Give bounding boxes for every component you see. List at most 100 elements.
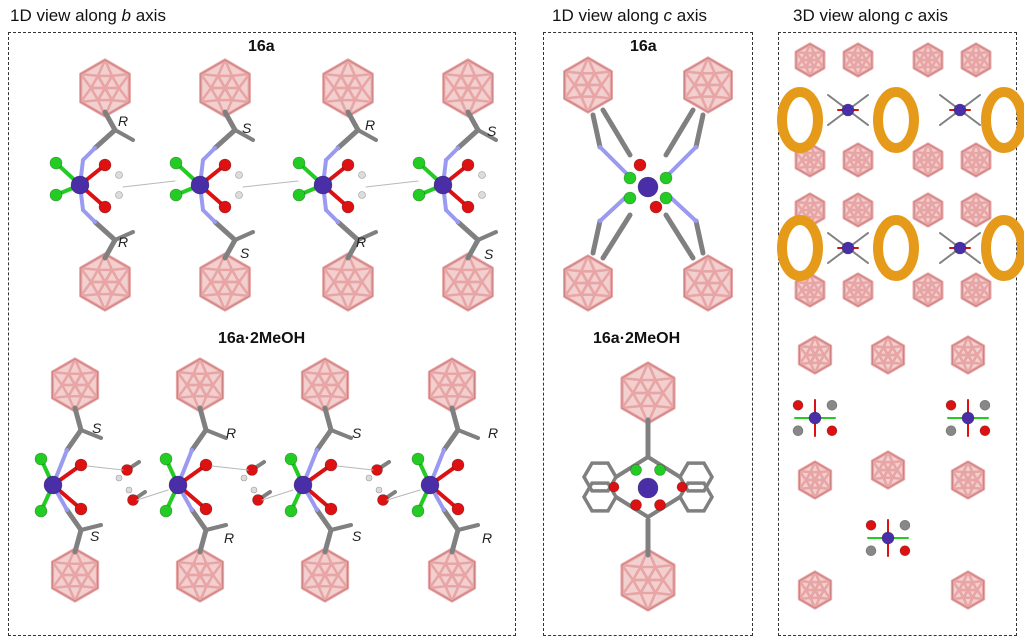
chloride-atom <box>169 156 183 170</box>
bond <box>345 237 361 261</box>
metal-atom <box>70 175 90 195</box>
bond <box>441 507 461 533</box>
bond <box>212 127 238 151</box>
bond <box>204 523 228 532</box>
atom <box>979 425 991 437</box>
carborane-cage <box>79 58 131 118</box>
chirality-label: S <box>242 120 252 136</box>
carborane-cage <box>950 460 986 500</box>
oxygen-atom <box>451 458 465 472</box>
chloride-atom <box>630 464 642 476</box>
chirality-label: S <box>352 425 362 441</box>
bond <box>444 146 460 162</box>
bond <box>79 428 103 440</box>
hydrogen-atom <box>478 171 486 179</box>
bond <box>345 109 361 133</box>
hydrogen-atom <box>358 171 366 179</box>
carborane-cage <box>842 142 874 178</box>
bond <box>456 428 480 440</box>
oxygen-atom <box>199 502 213 516</box>
channel-surface <box>873 87 919 153</box>
atom <box>865 519 877 531</box>
bond <box>693 112 706 150</box>
label-16a-2meoh-middle: 16a·2MeOH <box>593 330 681 347</box>
carborane-cage <box>960 192 992 228</box>
carborane-cage <box>950 570 986 610</box>
oxygen-atom <box>74 502 88 516</box>
bond <box>693 218 706 256</box>
label-16a-2meoh-left: 16a·2MeOH <box>218 330 306 347</box>
chloride-atom <box>411 452 425 466</box>
oxygen-atom <box>654 499 666 511</box>
metal-atom <box>841 103 855 117</box>
chloride-atom <box>623 171 637 185</box>
hydrogen-bond <box>122 180 176 188</box>
bond <box>590 218 603 256</box>
hydrogen-bond <box>211 465 249 471</box>
bond <box>335 219 361 243</box>
carborane-cage <box>442 58 494 118</box>
carborane-cage <box>797 460 833 500</box>
chloride-atom <box>159 452 173 466</box>
chloride-atom <box>34 452 48 466</box>
bond <box>322 405 334 433</box>
chirality-label: R <box>118 234 129 250</box>
bond <box>81 146 97 162</box>
chirality-label: R <box>118 113 129 129</box>
chloride-atom <box>34 504 48 518</box>
bond <box>233 128 255 142</box>
bond <box>465 237 481 261</box>
bond <box>663 212 696 261</box>
chloride-atom <box>284 504 298 518</box>
metal-atom <box>953 103 967 117</box>
oxygen-atom <box>451 502 465 516</box>
carborane-cage <box>322 58 374 118</box>
bond <box>476 230 498 242</box>
chloride-atom <box>623 191 637 205</box>
oxygen-atom <box>461 158 475 172</box>
hydrogen-bond <box>261 489 294 501</box>
chloride-atom <box>411 504 425 518</box>
bond <box>201 208 217 224</box>
carborane-cage <box>912 142 944 178</box>
carborane-cage <box>912 272 944 308</box>
carborane-cage <box>199 58 251 118</box>
chloride-atom <box>284 452 298 466</box>
hydrogen-bond <box>136 489 169 501</box>
chirality-label: S <box>352 528 362 544</box>
carborane-cage <box>300 547 350 603</box>
metal-atom <box>190 175 210 195</box>
hydrogen-bond <box>86 465 124 471</box>
bond <box>212 219 238 243</box>
oxygen-atom <box>461 200 475 214</box>
bond <box>81 208 97 224</box>
label-16a-left: 16a <box>248 38 275 55</box>
oxygen-atom <box>341 158 355 172</box>
chirality-label: S <box>92 420 102 436</box>
atom <box>945 425 957 437</box>
bond <box>444 208 460 224</box>
metal-atom <box>313 175 333 195</box>
bond <box>666 145 698 177</box>
methanol-oxygen <box>676 481 688 493</box>
oxygen-atom <box>199 458 213 472</box>
metal-atom <box>961 411 975 425</box>
carborane-cage <box>842 272 874 308</box>
atom <box>826 399 838 411</box>
carborane-cage <box>950 335 986 375</box>
chloride-atom <box>659 171 673 185</box>
metal-atom <box>43 475 63 495</box>
hydrogen-atom <box>235 171 243 179</box>
bond <box>590 112 603 150</box>
carborane-cage <box>960 142 992 178</box>
carborane-cage <box>870 335 906 375</box>
metal-atom <box>808 411 822 425</box>
hydrogen-bond <box>336 465 374 471</box>
metal-atom <box>637 477 659 499</box>
chloride-atom <box>654 464 666 476</box>
bond <box>441 427 461 453</box>
metal-atom <box>953 241 967 255</box>
bond <box>324 208 340 224</box>
oxygen-atom <box>630 499 642 511</box>
label-16a-middle: 16a <box>630 38 657 55</box>
